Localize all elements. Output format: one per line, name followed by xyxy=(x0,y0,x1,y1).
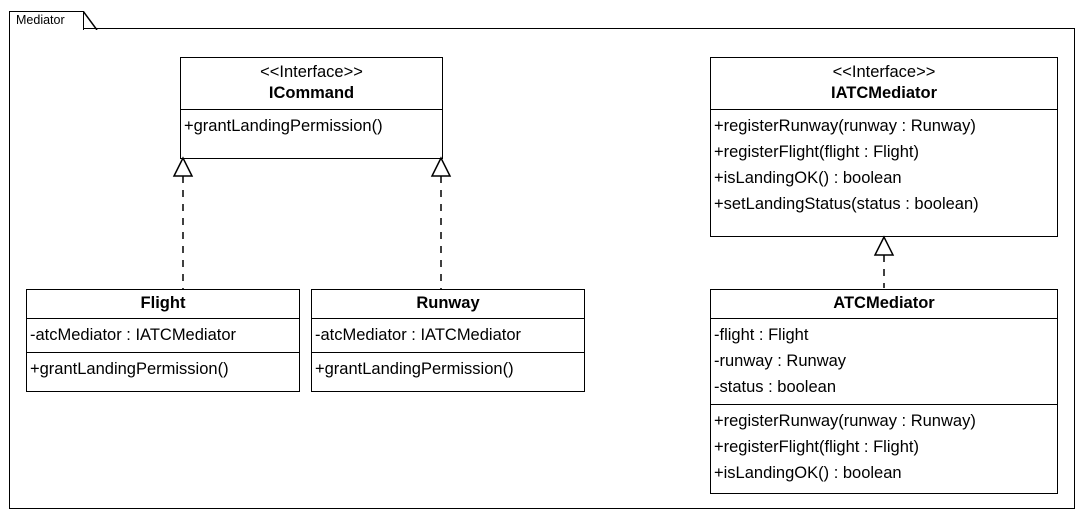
flight-name: Flight xyxy=(140,294,186,312)
runway-name: Runway xyxy=(416,294,480,312)
atcmediator-operation: +registerRunway(runway : Runway) xyxy=(714,412,976,430)
class-box-icommand[interactable]: <<Interface>> ICommand +grantLandingPerm… xyxy=(180,57,443,159)
class-box-runway[interactable]: Runway -atcMediator : IATCMediator +gran… xyxy=(311,289,585,392)
iatcmediator-name: IATCMediator xyxy=(830,84,938,102)
atcmediator-operation: +isLandingOK() : boolean xyxy=(714,464,902,482)
atcmediator-name: ATCMediator xyxy=(833,294,935,312)
icommand-name: ICommand xyxy=(268,84,355,102)
atcmediator-attributes: -flight : Flight -runway : Runway -statu… xyxy=(711,319,1057,405)
atcmediator-operations: +registerRunway(runway : Runway) +regist… xyxy=(711,405,1057,490)
package-tab-slant-icon xyxy=(82,10,99,31)
atcmediator-header: ATCMediator xyxy=(711,290,1057,319)
package-name: Mediator xyxy=(16,13,65,27)
atcmediator-attribute: -flight : Flight xyxy=(714,326,809,344)
icommand-operations: +grantLandingPermission() xyxy=(181,110,442,143)
flight-operation: +grantLandingPermission() xyxy=(30,360,229,378)
flight-header: Flight xyxy=(27,290,299,319)
package-tab-body xyxy=(9,11,84,30)
iatcmediator-operations: +registerRunway(runway : Runway) +regist… xyxy=(711,110,1057,221)
class-box-iatcmediator[interactable]: <<Interface>> IATCMediator +registerRunw… xyxy=(710,57,1058,237)
icommand-operation: +grantLandingPermission() xyxy=(184,117,383,135)
atcmediator-attribute: -status : boolean xyxy=(714,378,836,396)
atcmediator-operation: +registerFlight(flight : Flight) xyxy=(714,438,919,456)
flight-attribute: -atcMediator : IATCMediator xyxy=(30,326,237,344)
iatcmediator-operation: +registerFlight(flight : Flight) xyxy=(714,143,919,161)
iatcmediator-operation: +setLandingStatus(status : boolean) xyxy=(714,195,979,213)
realization-flight-to-icommand[interactable] xyxy=(171,156,197,292)
iatcmediator-header: <<Interface>> IATCMediator xyxy=(711,58,1057,110)
icommand-stereotype: <<Interface>> xyxy=(260,63,363,81)
runway-operations: +grantLandingPermission() xyxy=(312,353,584,386)
iatcmediator-operation: +registerRunway(runway : Runway) xyxy=(714,117,976,135)
iatcmediator-stereotype: <<Interface>> xyxy=(832,63,936,81)
realization-runway-to-icommand[interactable] xyxy=(429,156,455,292)
icommand-header: <<Interface>> ICommand xyxy=(181,58,442,110)
iatcmediator-operation: +isLandingOK() : boolean xyxy=(714,169,902,187)
class-box-atcmediator[interactable]: ATCMediator -flight : Flight -runway : R… xyxy=(710,289,1058,494)
runway-header: Runway xyxy=(312,290,584,319)
atcmediator-attribute: -runway : Runway xyxy=(714,352,847,370)
realization-atcmediator-to-iatcmediator[interactable] xyxy=(872,235,898,291)
runway-operation: +grantLandingPermission() xyxy=(315,360,514,378)
runway-attribute: -atcMediator : IATCMediator xyxy=(315,326,522,344)
flight-attributes: -atcMediator : IATCMediator xyxy=(27,319,299,353)
runway-attributes: -atcMediator : IATCMediator xyxy=(312,319,584,353)
flight-operations: +grantLandingPermission() xyxy=(27,353,299,386)
class-box-flight[interactable]: Flight -atcMediator : IATCMediator +gran… xyxy=(26,289,300,392)
